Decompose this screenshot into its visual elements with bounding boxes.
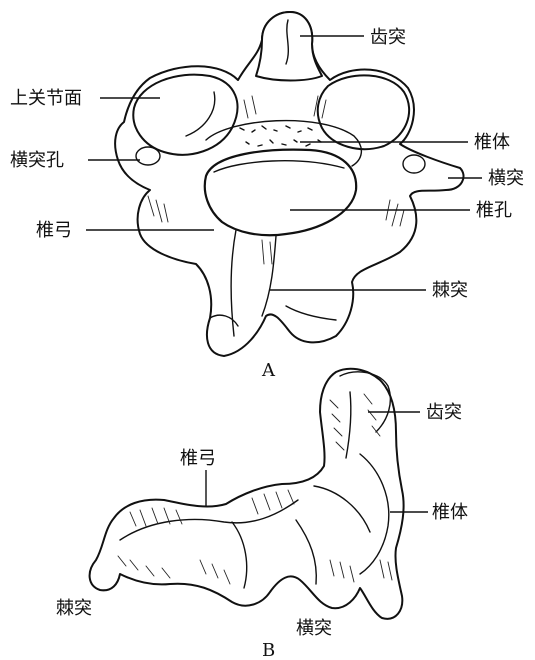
view-b-caption: B [262,640,275,660]
view-b-drawing [90,369,404,619]
view-b-label-vertebral-arch: 椎弓 [180,448,216,469]
view-a-dens [256,12,322,81]
view-a-label-superior-articular-surface: 上关节面 [10,88,82,109]
view-a-label-transverse-foramen: 横突孔 [10,150,64,171]
view-a-label-spinous-process: 棘突 [432,280,468,301]
view-a-right-articular-facet [318,75,409,149]
view-b-label-body: 椎体 [432,502,468,523]
view-a-label-vertebral-arch: 椎弓 [36,220,72,241]
view-b-label-dens: 齿突 [426,402,462,423]
view-b-label-spinous-process: 棘突 [56,598,92,619]
view-a-label-body: 椎体 [474,132,510,153]
view-b-vertebra-outline [90,369,404,619]
view-b-label-transverse-process: 横突 [296,618,332,639]
view-a-label-dens: 齿突 [370,27,406,48]
view-a-label-transverse-process: 横突 [488,168,524,189]
view-a-label-vertebral-foramen: 椎孔 [476,200,512,221]
view-a-caption: A [261,360,276,381]
view-a-drawing [115,12,463,356]
